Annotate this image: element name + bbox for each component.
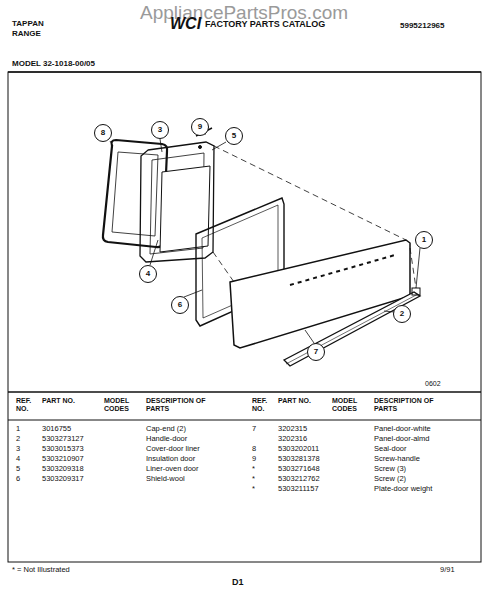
part-description: Shield-wool	[146, 475, 185, 483]
callout-circle: 7	[307, 343, 325, 361]
callout-number: 5	[232, 132, 236, 140]
callout-circle: 8	[94, 124, 112, 142]
ref-number: 9	[252, 455, 256, 463]
page-number: D1	[232, 578, 244, 588]
alignment-line	[213, 252, 234, 282]
part-number: 5303209317	[42, 475, 84, 483]
leader-line	[110, 141, 113, 146]
part-description: Insulation door	[146, 455, 195, 463]
alignment-line	[214, 146, 406, 240]
ref-number: 3	[16, 445, 20, 453]
callout-number: 2	[400, 310, 404, 318]
table-header: PART NO.	[42, 397, 76, 405]
callout-circle: 5	[225, 127, 243, 145]
part-number: 3202315	[278, 425, 307, 433]
callout-number: 8	[101, 129, 105, 137]
ref-number: *	[252, 485, 255, 493]
leader-line	[160, 139, 162, 152]
part-number: 5303210907	[42, 455, 84, 463]
leader-line	[305, 330, 314, 343]
door-handle-edge	[286, 294, 418, 364]
callout-circle: 2	[393, 305, 411, 323]
table-header: MODEL CODES	[332, 397, 368, 412]
ref-number: 2	[16, 435, 20, 443]
part-number: 3016755	[42, 425, 71, 433]
alignment-line	[410, 248, 416, 288]
end-cap	[412, 288, 420, 295]
handle-screw	[199, 146, 202, 149]
callout-number: 7	[314, 348, 318, 356]
callout-number: 4	[146, 270, 150, 278]
ref-number: 7	[252, 425, 256, 433]
leader-line	[212, 142, 226, 150]
product: RANGE	[12, 30, 41, 39]
part-description: Panel-door-almd	[374, 435, 429, 443]
part-description: Screw (3)	[374, 465, 406, 473]
leader-line	[184, 290, 202, 297]
ref-number: 1	[16, 425, 20, 433]
part-number: 3202316	[278, 435, 307, 443]
part-description: Panel-door-white	[374, 425, 431, 433]
part-number: 5303212762	[278, 475, 320, 483]
table-header-rule	[8, 420, 481, 421]
ref-number: 6	[16, 475, 20, 483]
brand: TAPPAN	[12, 20, 44, 29]
catalog-number: 5995212965	[400, 22, 445, 31]
ref-number: *	[252, 465, 255, 473]
outer-door-panel	[230, 240, 410, 348]
part-number: 5303209318	[42, 465, 84, 473]
table-header: MODEL CODES	[104, 397, 140, 412]
table-rule	[8, 391, 481, 393]
panel-vents	[290, 255, 395, 285]
part-description: Seal-door	[374, 445, 407, 453]
callout-number: 1	[422, 236, 426, 244]
callout-number: 6	[178, 301, 182, 309]
frame	[8, 72, 481, 562]
callout-number: 3	[158, 126, 162, 134]
part-description: Handle-door	[146, 435, 187, 443]
door-seal	[103, 140, 167, 247]
date-code: 9/91	[440, 566, 455, 574]
part-description: Cover-door liner	[146, 445, 200, 453]
ref-number: 8	[252, 445, 256, 453]
table-header: DESCRIPTION OF PARTS	[146, 397, 218, 412]
callout-number: 9	[198, 123, 202, 131]
table-header: DESCRIPTION OF PARTS	[374, 397, 446, 412]
logo: WCI	[170, 15, 201, 33]
ref-number: *	[252, 475, 255, 483]
callout-circle: 9	[191, 118, 209, 136]
oven-door-liner	[140, 142, 214, 262]
part-description: Cap-end (2)	[146, 425, 186, 433]
callout-circle: 1	[415, 231, 433, 249]
leader-line	[416, 248, 420, 288]
part-number: 5303211157	[278, 485, 319, 493]
door-handle	[284, 292, 420, 366]
callout-circle: 4	[139, 265, 157, 283]
leader-line	[150, 240, 158, 265]
ref-number: 4	[16, 455, 20, 463]
footnote: * = Not Illustrated	[12, 566, 70, 574]
model-number: MODEL 32-1018-00/05	[12, 60, 95, 69]
part-description: Plate-door weight	[374, 485, 432, 493]
table-header: PART NO.	[278, 397, 312, 405]
ref-number: 5	[16, 465, 20, 473]
table-header: REF. NO.	[16, 397, 40, 412]
callout-circle: 3	[151, 121, 169, 139]
part-number: 5303271648	[278, 465, 320, 473]
part-number: 5303273127	[42, 435, 84, 443]
part-number: 5303202011	[278, 445, 319, 453]
part-number: 5303015373	[42, 445, 84, 453]
insulation-door	[160, 166, 210, 252]
part-description: Screw (2)	[374, 475, 406, 483]
part-number: 5303281378	[278, 455, 320, 463]
part-description: Screw-handle	[374, 455, 420, 463]
callout-circle: 6	[171, 296, 189, 314]
part-description: Liner-oven door	[146, 465, 199, 473]
table-header: REF. NO.	[252, 397, 276, 412]
drawing-code: 0602	[425, 380, 441, 388]
